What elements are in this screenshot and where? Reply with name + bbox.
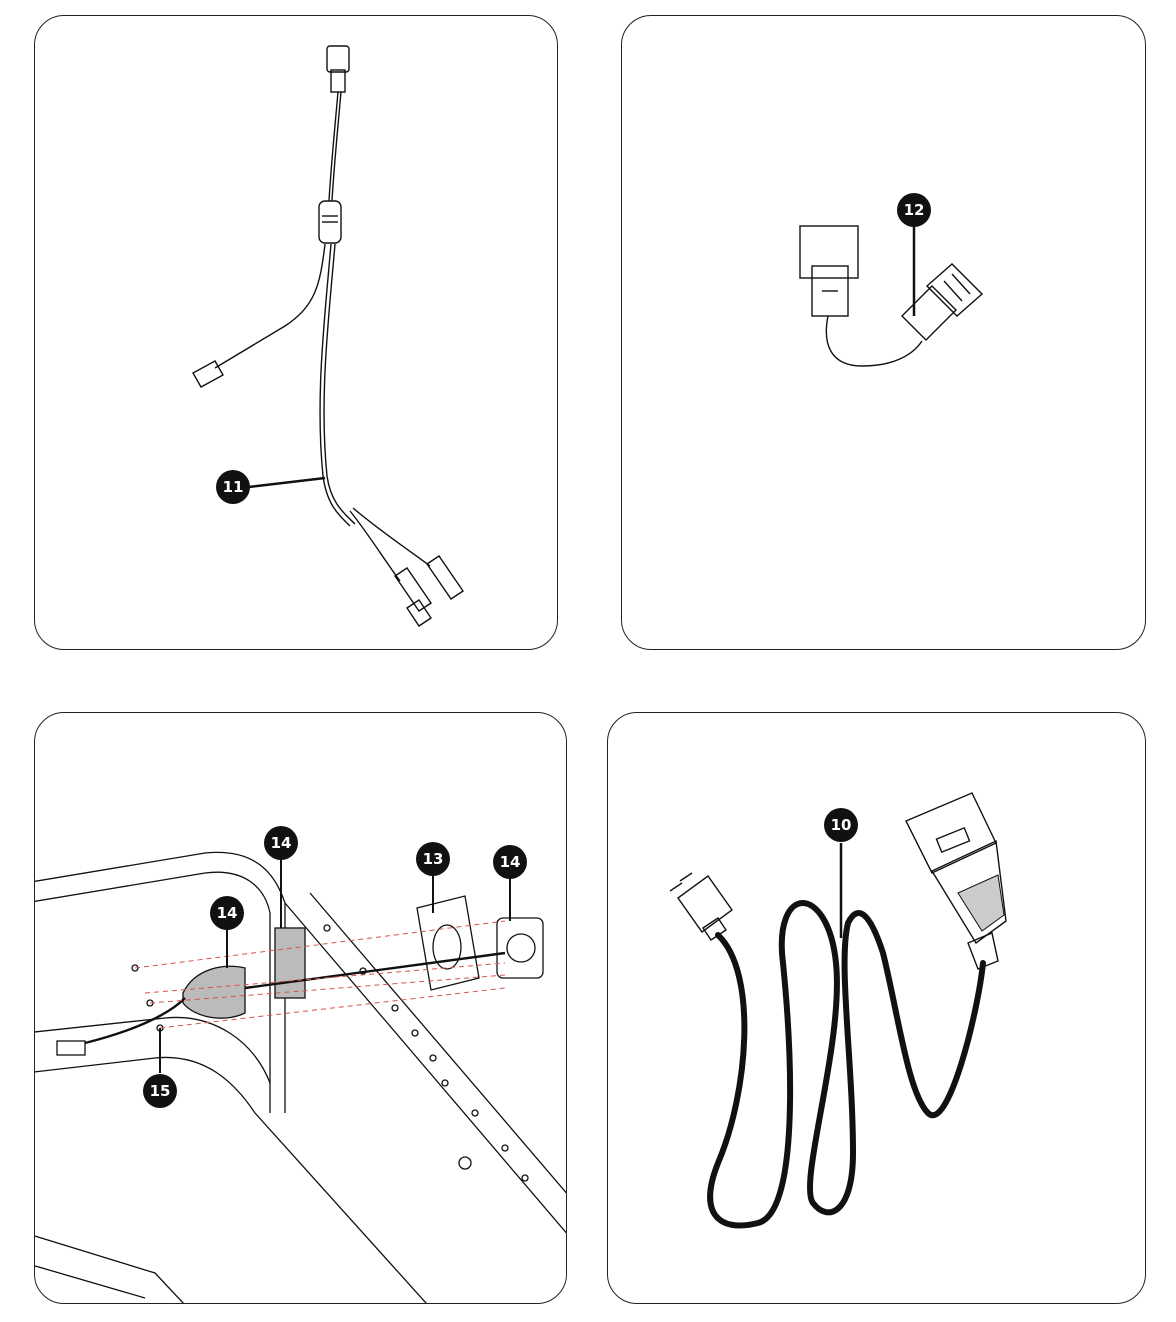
adapter-cable: [825, 315, 923, 367]
panel-cord: 10: [607, 712, 1146, 1304]
lower-connector-2: [426, 555, 464, 600]
top-connector: [326, 45, 350, 73]
panel-harness: 11: [34, 15, 558, 650]
callout-12: 12: [897, 193, 931, 227]
wall-plug: [677, 875, 733, 933]
cable-lower-1: [349, 510, 401, 582]
adapter-drawing: 12: [799, 193, 984, 367]
frame-drawing: 14 13 14 14 15: [35, 826, 566, 1303]
cable-lower-2: [352, 507, 431, 567]
frame-cable-connector: [56, 1040, 86, 1056]
cable-left-branch: [214, 243, 326, 369]
callout-11: 11: [216, 470, 250, 504]
callout-14-middle: 14: [264, 826, 298, 860]
frame-rail: [284, 902, 566, 1234]
callout-14-right: 14: [493, 845, 527, 879]
cord-cable: [707, 900, 986, 1229]
frame-cable: [84, 997, 186, 1045]
adapter-left-connector: [799, 225, 859, 279]
harness-drawing: 11: [192, 45, 464, 627]
lower-connector-1: [394, 567, 432, 612]
left-connector: [192, 360, 224, 388]
callout-10: 10: [824, 808, 858, 842]
callout-14-left: 14: [210, 896, 244, 930]
callout-11-label: 11: [223, 478, 244, 496]
callout-12-label: 12: [904, 201, 925, 219]
callout-14-right-label: 14: [500, 853, 521, 871]
bracket-14-middle: [274, 927, 306, 999]
callout-13: 13: [416, 842, 450, 876]
frame-inner: [35, 1056, 427, 1303]
connector-grip: [957, 874, 1005, 932]
frame-top-edge: [35, 851, 286, 1113]
socket-14-right: [496, 917, 544, 979]
callout-10-label: 10: [831, 816, 852, 834]
callout-14-left-label: 14: [217, 904, 238, 922]
cable-upper: [328, 91, 339, 202]
gasket-13: [416, 895, 480, 991]
panel-frame: 14 13 14 14 15: [34, 712, 567, 1304]
leader-11: [248, 476, 326, 489]
cable-main: [319, 243, 351, 527]
callout-15: 15: [143, 1074, 177, 1108]
panel-adapter: 12: [621, 15, 1146, 650]
junction-block: [318, 200, 342, 244]
top-connector-body: [330, 69, 346, 93]
callout-15-label: 15: [150, 1082, 171, 1100]
callout-13-label: 13: [423, 850, 444, 868]
adapter-right-connector: [901, 285, 957, 341]
cord-drawing: 10: [669, 792, 1007, 1229]
alignment-lines: [134, 920, 506, 1029]
boot-14-left: [182, 965, 246, 1019]
callout-14-middle-label: 14: [271, 834, 292, 852]
